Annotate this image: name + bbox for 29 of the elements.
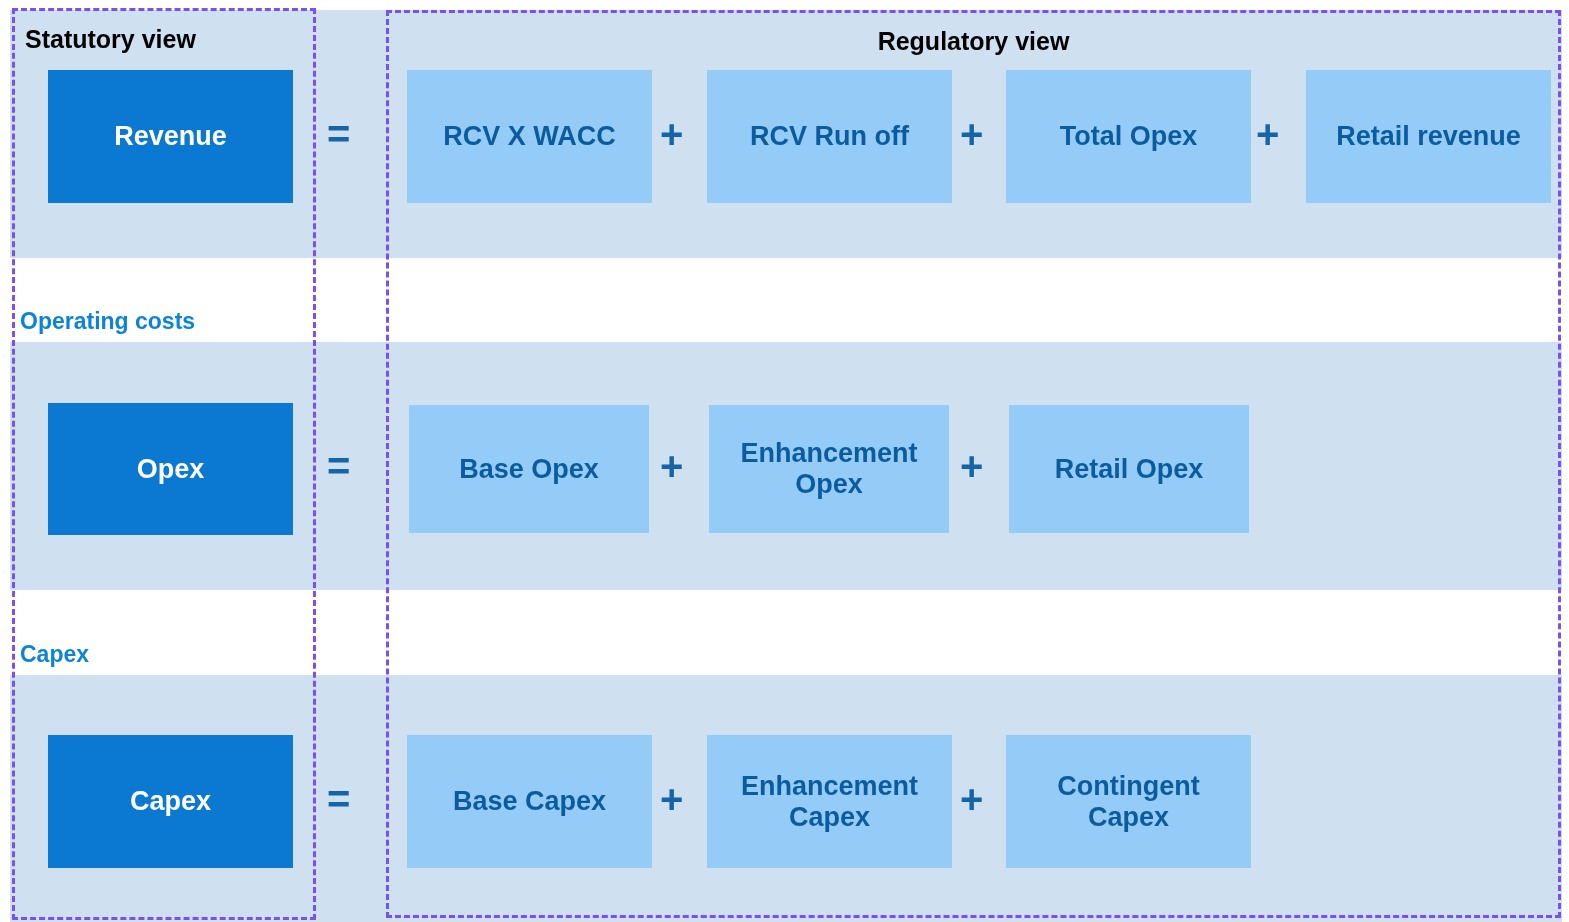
operator-sign: + <box>660 444 684 489</box>
operator-sign: + <box>960 112 984 157</box>
operator-sign: + <box>660 777 684 822</box>
term-box: Enhancement Opex <box>709 405 949 533</box>
term-box: Total Opex <box>1006 70 1251 203</box>
term-box: RCV Run off <box>707 70 952 203</box>
term-box: Revenue <box>48 70 293 203</box>
operator-sign: = <box>327 444 351 489</box>
operator-sign: = <box>327 112 351 157</box>
section-label: Capex <box>20 641 90 668</box>
term-box: Opex <box>48 403 293 535</box>
term-box: Base Capex <box>407 735 652 868</box>
section-label: Operating costs <box>20 308 196 335</box>
operator-sign: = <box>327 777 351 822</box>
term-box: RCV X WACC <box>407 70 652 203</box>
operator-sign: + <box>660 112 684 157</box>
term-box: Contingent Capex <box>1006 735 1251 868</box>
dashed-frame <box>386 10 1561 918</box>
term-box: Base Opex <box>409 405 649 533</box>
frame-heading: Regulatory view <box>876 27 1071 56</box>
term-box: Retail revenue <box>1306 70 1551 203</box>
operator-sign: + <box>960 777 984 822</box>
term-box: Retail Opex <box>1009 405 1249 533</box>
operator-sign: + <box>1256 112 1280 157</box>
operator-sign: + <box>960 444 984 489</box>
frame-heading: Statutory view <box>25 25 196 54</box>
dashed-frame <box>12 8 316 920</box>
term-box: Enhancement Capex <box>707 735 952 868</box>
term-box: Capex <box>48 735 293 868</box>
